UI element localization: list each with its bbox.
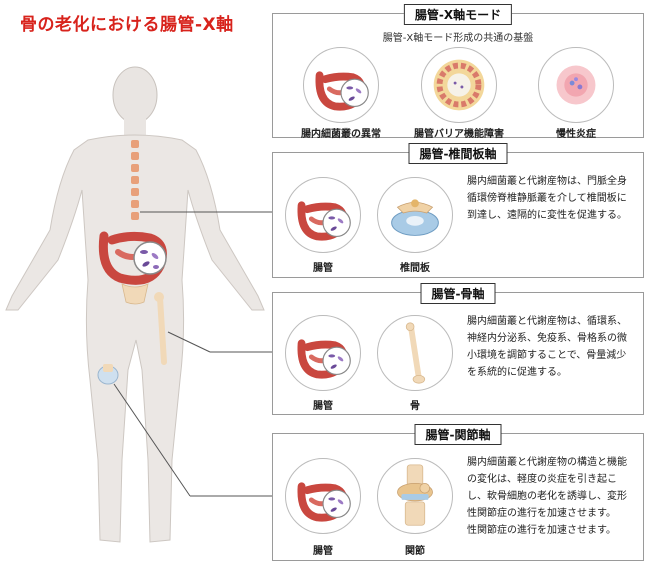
label-barrier-dysfunction: 腸管バリア機能障害 [414,129,504,140]
panel-gut-x-axis: 腸管-X軸モード 腸管-X軸モード形成の共通の基盤 腸内細菌叢の異常 腸管バリア… [272,4,644,140]
panel-title: 腸管-関節軸 [414,424,502,445]
label-joint: 関節 [405,546,425,557]
dysbiosis-circle [303,47,379,123]
bone-description: 腸内細菌叢と代謝産物は、循環系、 神経内分泌系、免疫系、骨格系の微 小環境を調節… [467,316,627,378]
spine-description: 腸内細菌叢と代謝産物は、門脈全身 循環傍脊椎静脈叢を介して椎間板に 到達し、遠隔… [467,176,627,221]
inflammation-circle [538,47,614,123]
intestine-circle [285,315,361,391]
label-chronic-inflammation: 慢性炎症 [556,129,596,140]
label-intestine: 腸管 [313,263,333,274]
bone-circle [377,315,453,391]
intestine-circle [285,458,361,534]
intestine-bacteria-icon [297,482,351,522]
intestinal-ring-icon [433,59,485,111]
knee-icon [97,364,119,385]
barrier-circle [421,47,497,123]
human-body-illustration [5,66,272,543]
panel-gut-joint-axis: 腸管-関節軸 腸管 関節 腸内細菌叢と代謝産物の構造と機能 の変化は、軽度の炎症… [272,424,644,561]
label-intestine: 腸管 [313,401,333,412]
intervertebral-disc-icon [391,199,439,236]
panel-gut-bone-axis: 腸管-骨軸 腸管 骨 腸内細菌叢と代謝産物は、循環系、 神経内分泌系、免疫系、骨… [272,283,644,415]
disc-circle [377,177,453,253]
joint-description: 腸内細菌叢と代謝産物の構造と機能 の変化は、軽度の炎症を引き起こ し、軟骨細胞の… [467,457,627,536]
intestine-bacteria-icon [315,71,369,111]
bone-icon [405,322,426,384]
intestine-circle [285,177,361,253]
femur-icon [154,292,167,365]
label-bone: 骨 [410,401,420,412]
bacteria-magnifier-icon [133,241,167,275]
joint-circle [377,458,453,534]
page-title: 骨の老化における腸管-X軸 [20,15,234,35]
panel-title: 腸管-X軸モード [403,4,513,25]
spine-icon [131,140,139,220]
knee-joint-icon [397,464,433,526]
label-disc: 椎間板 [400,263,430,274]
panel-gut-disc-axis: 腸管-椎間板軸 腸管 椎間板 腸内細菌叢と代謝産物は、門脈全身 循環傍脊椎静脈叢… [272,143,644,278]
label-dysbiosis: 腸内細菌叢の異常 [301,129,381,140]
intestine-bacteria-icon [297,339,351,379]
inflammation-icon [556,65,596,105]
panel-subtitle: 腸管-X軸モード形成の共通の基盤 [382,33,534,44]
panel-title: 腸管-椎間板軸 [408,143,508,164]
intestine-bacteria-icon [297,201,351,241]
label-intestine: 腸管 [313,546,333,557]
panel-title: 腸管-骨軸 [420,283,496,304]
